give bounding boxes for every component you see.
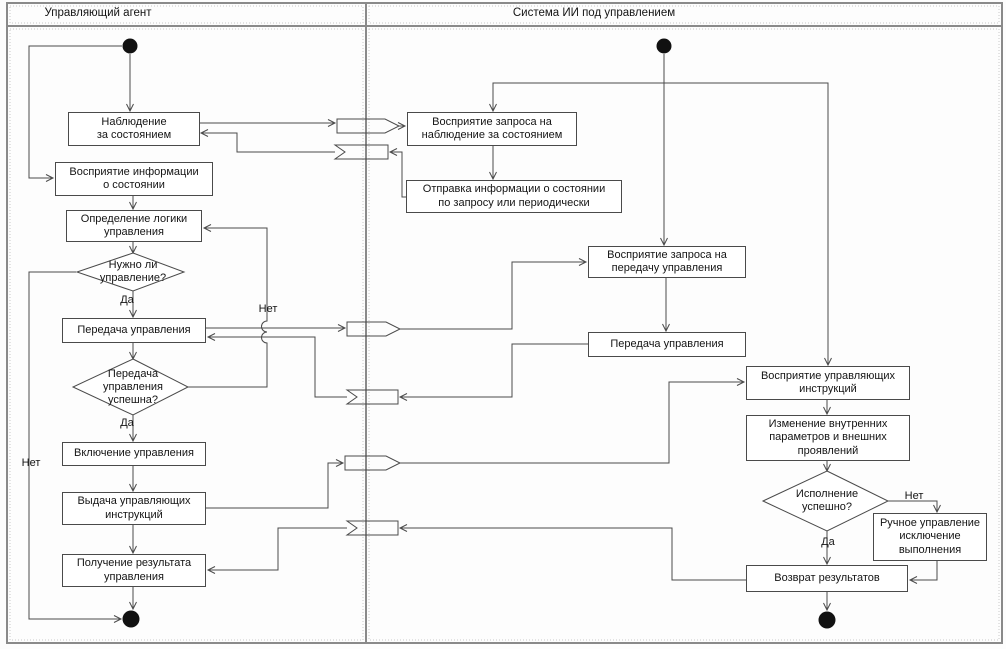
activity-issue-instructions: Выдача управляющих инструкций (62, 492, 206, 525)
decision-need-control-label: Нужно ли управление? (99, 259, 167, 284)
decision-transfer-success-label: Передача управления успешна? (103, 367, 163, 406)
decision-execution-success-shape (761, 470, 890, 532)
edge-exec-no-to-manual (888, 500, 941, 514)
edge-need-control-no-to-final (28, 271, 123, 623)
edge-manual-to-return (908, 561, 938, 584)
branch-label-no-transfer-success: Нет (258, 303, 278, 315)
lane-body-left (9, 28, 364, 641)
lane-header-cell-right (368, 5, 1000, 24)
edge-system-transfer-to-accept2 (398, 343, 588, 401)
edge-accept2-to-transfer (206, 333, 347, 398)
final-node-agent (122, 610, 140, 628)
edge-start-branch-to-perceive-instructions (664, 82, 832, 367)
lane-header-cell-left (9, 5, 364, 24)
branch-label-yes-need-control: Да (120, 294, 134, 306)
send-signal-connector-2 (346, 321, 402, 337)
swimlane-frame (6, 2, 1003, 644)
activity-observe-state: Наблюдение за состоянием (68, 112, 200, 146)
edge-sendinfo-to-accept1 (388, 148, 406, 198)
edge-start-to-perceive-info (28, 45, 122, 182)
activity-perceive-state-info: Восприятие информации о состоянии (55, 162, 213, 196)
accept-event-connector-2 (345, 389, 399, 405)
branch-label-yes-execution: Да (821, 536, 835, 548)
accept-event-connector-1 (333, 144, 389, 160)
activity-send-state-info: Отправка информации о состоянии по запро… (406, 180, 622, 213)
activity-transfer-control-system: Передача управления (588, 332, 746, 357)
decision-transfer-success-shape (71, 358, 190, 416)
activity-perceive-observe-request: Восприятие запроса на наблюдение за сост… (407, 112, 577, 146)
activity-receive-result: Получение результата управления (62, 554, 206, 587)
activity-perceive-instructions: Восприятие управляющих инструкций (746, 366, 910, 400)
branch-label-no-execution: Нет (904, 490, 924, 502)
edge-start-branch-to-perceive-observe (489, 82, 664, 113)
activity-perceive-transfer-request: Восприятие запроса на передачу управлени… (588, 246, 746, 278)
edge-return-to-accept3 (398, 524, 746, 581)
activity-define-control-logic: Определение логики управления (66, 210, 202, 242)
decision-execution-success-label: Исполнение успешно? (795, 488, 859, 513)
lane-title-agent: Управляющий агент (44, 7, 152, 19)
branch-label-no-need-control: Нет (21, 457, 41, 469)
branch-label-yes-transfer-success: Да (120, 417, 134, 429)
edge-issue-to-send3 (206, 459, 345, 509)
decision-need-control-shape (75, 252, 186, 292)
edge-accept3-to-receive-result (206, 527, 347, 574)
send-signal-connector-3 (344, 455, 402, 471)
activity-return-results: Возврат результатов (746, 565, 908, 592)
activity-enable-control: Включение управления (62, 442, 206, 466)
activity-change-parameters: Изменение внутренних параметров и внешни… (746, 415, 910, 461)
initial-node-agent (122, 38, 138, 54)
final-node-system (818, 611, 836, 629)
lane-title-system: Система ИИ под управлением (512, 7, 676, 19)
activity-manual-control: Ручное управление исключение выполнения (873, 513, 987, 561)
edge-success-no-to-logic (188, 224, 268, 388)
send-signal-connector-1 (336, 118, 401, 134)
activity-transfer-control-agent: Передача управления (62, 318, 206, 343)
lane-body-right (368, 28, 1000, 641)
initial-node-system (656, 38, 672, 54)
edge-accept1-to-observe (199, 129, 335, 153)
accept-event-connector-3 (345, 520, 399, 536)
edge-send2-to-perceive-transfer (400, 258, 588, 330)
edge-send3-to-perceive-instructions (400, 378, 746, 464)
